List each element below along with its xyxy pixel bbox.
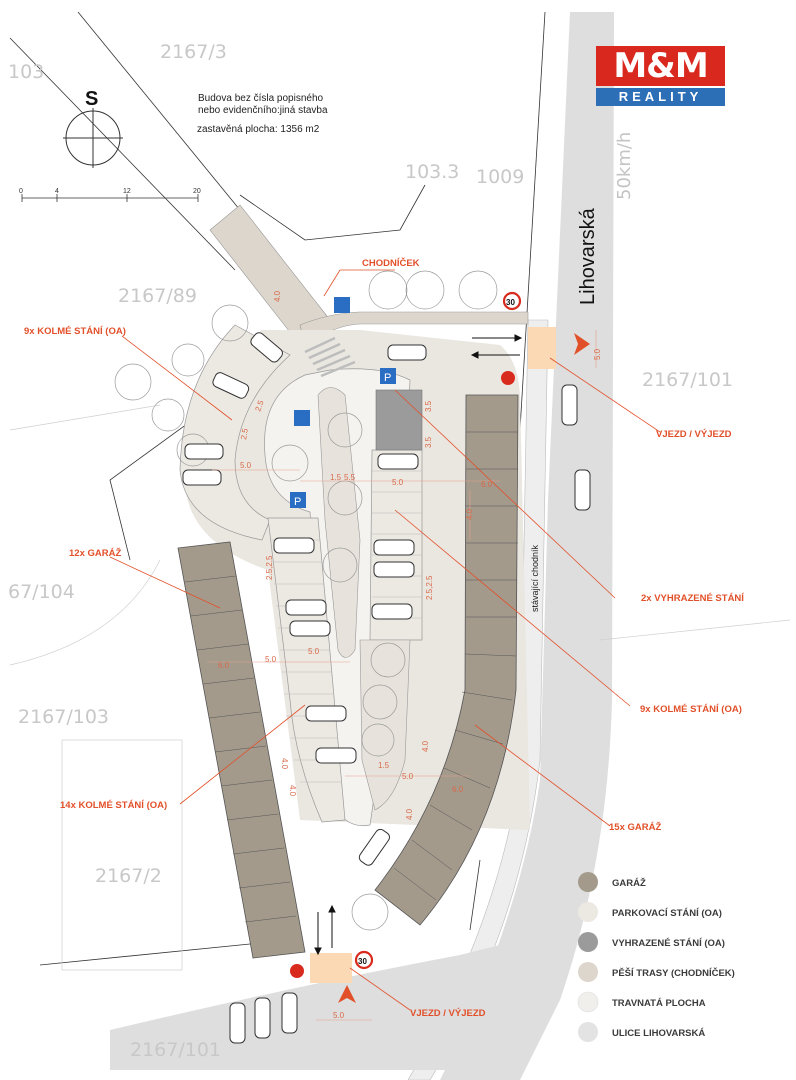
legend-travnata: TRAVNATÁ PLOCHA [612, 998, 706, 1009]
entrance-north-pad [528, 327, 556, 369]
parcel-103-3: 103.3 [405, 161, 459, 183]
dim-garage-width-right: 4.0 [465, 508, 474, 520]
traffic-arrows [314, 334, 523, 956]
legend-parkovaci: PARKOVACÍ STÁNÍ (OA) [612, 908, 722, 919]
label-14x-kolme: 14x KOLMÉ STÁNÍ (OA) [60, 800, 167, 811]
dimension-lines [207, 330, 597, 1021]
label-vjezd-north: VJEZD / VÝJEZD [656, 428, 732, 440]
scale-tick-12: 12 [123, 188, 131, 195]
parcel-67-104: 67/104 [8, 581, 75, 603]
parcel-2167-89: 2167/89 [118, 285, 197, 307]
parking-sign-a: P [384, 372, 391, 384]
parked-cars [182, 332, 591, 1044]
parcel-1009: 1009 [476, 166, 524, 188]
legend-garaz: GARÁŽ [612, 877, 646, 889]
south-road [110, 940, 520, 1070]
sidewalk-label: stávající chodník [530, 544, 540, 612]
parcel-2167-101-east: 2167/101 [642, 369, 733, 391]
dim-walk-b: 5.5 [344, 473, 356, 482]
dim-south-garage-width: 4.0 [421, 740, 430, 752]
parcel-2167-103: 2167/103 [18, 706, 109, 728]
dim-south-aisle: 5.0 [402, 772, 414, 781]
trees [114, 270, 498, 931]
parking-sign-b: P [294, 496, 301, 508]
dim-left-aisle: 5.0 [240, 461, 252, 470]
garage-row-15 [374, 394, 519, 926]
logo-subtitle: REALITY [596, 88, 725, 106]
parcel-boundaries [9, 11, 546, 966]
dim-stalls-right-column: 2.5,2.5 [425, 575, 434, 600]
south-tree-island [359, 639, 411, 811]
building-line1: Budova bez čísla popisného [198, 93, 324, 104]
legend-vyhrazene: VYHRAZENÉ STÁNÍ (OA) [612, 938, 725, 949]
legend-swatches [577, 872, 599, 1042]
dim-garage-depth-right: 6.0 [481, 480, 493, 489]
tree-island [317, 387, 361, 658]
speed-sign-north: 30 [506, 298, 515, 307]
sidewalk-strip [407, 319, 549, 1080]
dim-south-entrance: 5.0 [333, 1011, 345, 1020]
parking-signs [290, 297, 396, 508]
parcel-2167-3: 2167/3 [160, 41, 227, 63]
scale-bar [21, 194, 199, 202]
north-symbol [63, 108, 123, 168]
parcel-2167-101-south: 2167/101 [130, 1039, 221, 1061]
dim-south-garage-depth: 6.0 [452, 785, 464, 794]
dim-left-garage-a: 4.0 [280, 758, 289, 770]
reserved-spaces [375, 389, 423, 451]
dim-chodnicek-width: 4.0 [273, 290, 282, 302]
dim-left-stall-a: 2.5 [253, 399, 265, 413]
dim-walk-south: 1.5 [378, 761, 390, 770]
dim-garage-depth-left: 6.0 [218, 661, 230, 670]
entrance-south-arrow [338, 985, 356, 1003]
parcel-103: 103 [8, 61, 44, 83]
street-speed: 50km/h [614, 132, 635, 200]
left-parking-band [179, 324, 291, 541]
faint-lines [9, 404, 791, 971]
dim-left-stall-b: 2.5 [239, 427, 250, 440]
entrance-north-arrow [574, 333, 590, 355]
label-2x-vyhrazene: 2x VYHRAZENÉ STÁNÍ [641, 593, 744, 604]
label-12x-garaz: 12x GARÁŽ [69, 547, 121, 559]
dim-south-garage-b: 4.0 [405, 808, 414, 820]
street-name: Lihovarská [577, 207, 599, 305]
building-line2: nebo evidenčního:jiná stavba [198, 105, 328, 116]
dim-north-entrance: 5.0 [593, 348, 602, 360]
speed-limit-signs [290, 291, 522, 978]
label-vjezd-south: VJEZD / VÝJEZD [410, 1007, 486, 1019]
label-15x-garaz: 15x GARÁŽ [609, 821, 661, 833]
label-9x-kolme-right: 9x KOLMÉ STÁNÍ (OA) [640, 704, 742, 715]
parking-column-14 [267, 517, 346, 823]
parcel-2167-2: 2167/2 [95, 865, 162, 887]
dim-walk-a: 1.5 [330, 473, 342, 482]
garage-row-12 [177, 541, 306, 959]
entrance-south-pad [310, 953, 352, 983]
dim-center-aisle: 5.0 [392, 478, 404, 487]
scale-tick-20: 20 [193, 188, 201, 195]
dim-lower-aisle-b: 5.0 [308, 647, 320, 656]
logo-brand: M&M [596, 46, 725, 86]
lihovarska-street [440, 12, 614, 1080]
scale-tick-4: 4 [55, 188, 59, 195]
crosswalk [304, 336, 356, 378]
dim-left-garage-b: 4.0 [288, 785, 297, 797]
label-9x-kolme-top: 9x KOLMÉ STÁNÍ (OA) [24, 326, 126, 337]
speed-sign-south: 30 [358, 957, 367, 966]
legend-ulice: ULICE LIHOVARSKÁ [612, 1028, 705, 1039]
building-area: zastavěná plocha: 1356 m2 [197, 124, 320, 135]
leader-lines [109, 269, 661, 1011]
dim-stalls-left-column: 2.5,2.5 [265, 555, 274, 580]
dim-reserved-a: 3.5 [424, 436, 433, 448]
scale-tick-0: 0 [19, 188, 23, 195]
mm-reality-logo: M&M REALITY [596, 46, 725, 106]
label-chodnicek: CHODNÍČEK [362, 257, 420, 269]
dim-reserved-b: 3.5 [424, 400, 433, 412]
legend-pesi-trasy: PĚŠÍ TRASY (CHODNÍČEK) [612, 967, 735, 979]
dim-lower-aisle-a: 5.0 [265, 655, 277, 664]
north-letter: S [85, 88, 98, 110]
